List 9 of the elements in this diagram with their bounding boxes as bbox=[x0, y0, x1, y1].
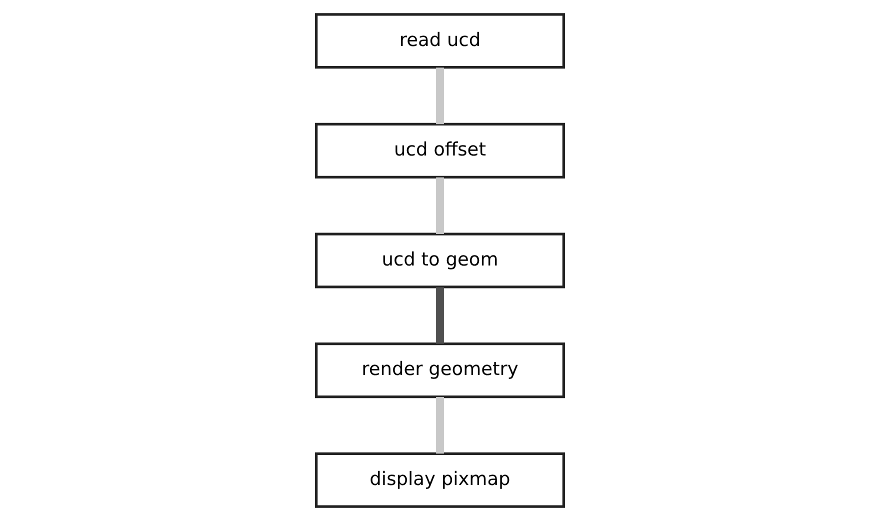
node-box: ucd to geom bbox=[314, 232, 565, 288]
connector bbox=[436, 286, 444, 344]
node-box: ucd offset bbox=[314, 122, 565, 178]
connector bbox=[436, 67, 444, 124]
node-box: display pixmap bbox=[314, 452, 565, 508]
node-box: render geometry bbox=[314, 342, 565, 398]
node-box: read ucd bbox=[314, 12, 565, 68]
connector bbox=[436, 396, 444, 454]
connector bbox=[436, 176, 444, 234]
